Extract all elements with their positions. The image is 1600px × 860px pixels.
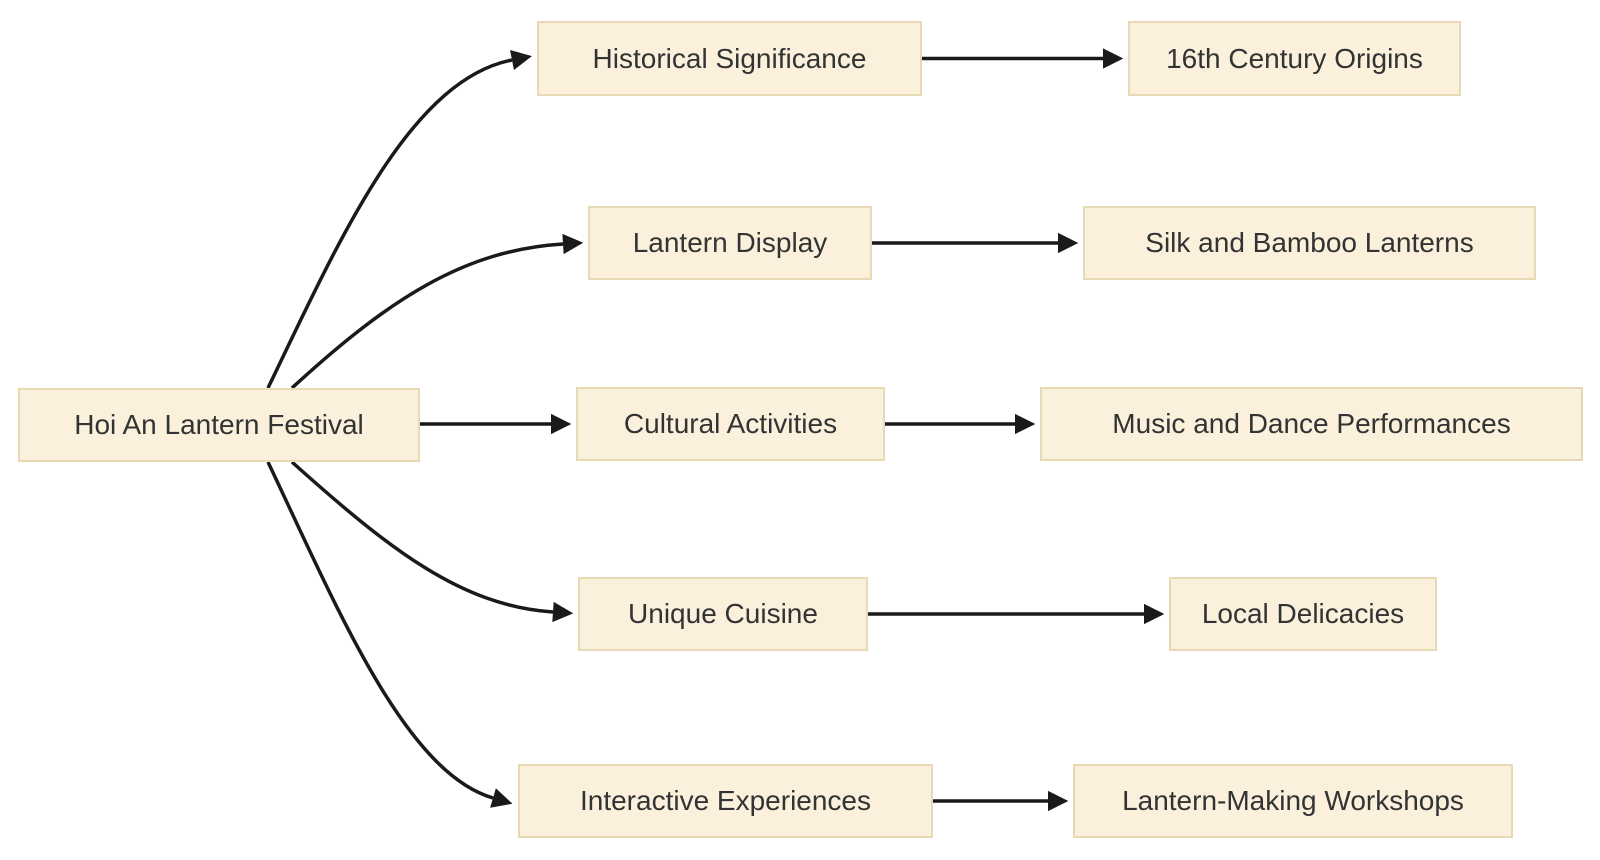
node-detail-music-and-dance-performances: Music and Dance Performances [1040,387,1583,461]
node-topic-unique-cuisine: Unique Cuisine [578,577,868,651]
node-detail-16th-century-origins: 16th Century Origins [1128,21,1461,96]
node-root-hoi-an-lantern-festival: Hoi An Lantern Festival [18,388,420,462]
node-detail-lantern-making-workshops: Lantern-Making Workshops [1073,764,1513,838]
node-topic-cultural-activities: Cultural Activities [576,387,885,461]
node-topic-historical-significance: Historical Significance [537,21,922,96]
node-topic-interactive-experiences: Interactive Experiences [518,764,933,838]
edge-root-to-historical-significance [266,50,532,389]
edge-root-to-interactive-experiences [266,461,513,808]
node-detail-silk-and-bamboo-lanterns: Silk and Bamboo Lanterns [1083,206,1536,280]
edge-root-to-unique-cuisine [290,460,574,623]
node-topic-lantern-display: Lantern Display [588,206,872,280]
node-detail-local-delicacies: Local Delicacies [1169,577,1437,651]
edge-root-to-lantern-display [290,233,584,390]
